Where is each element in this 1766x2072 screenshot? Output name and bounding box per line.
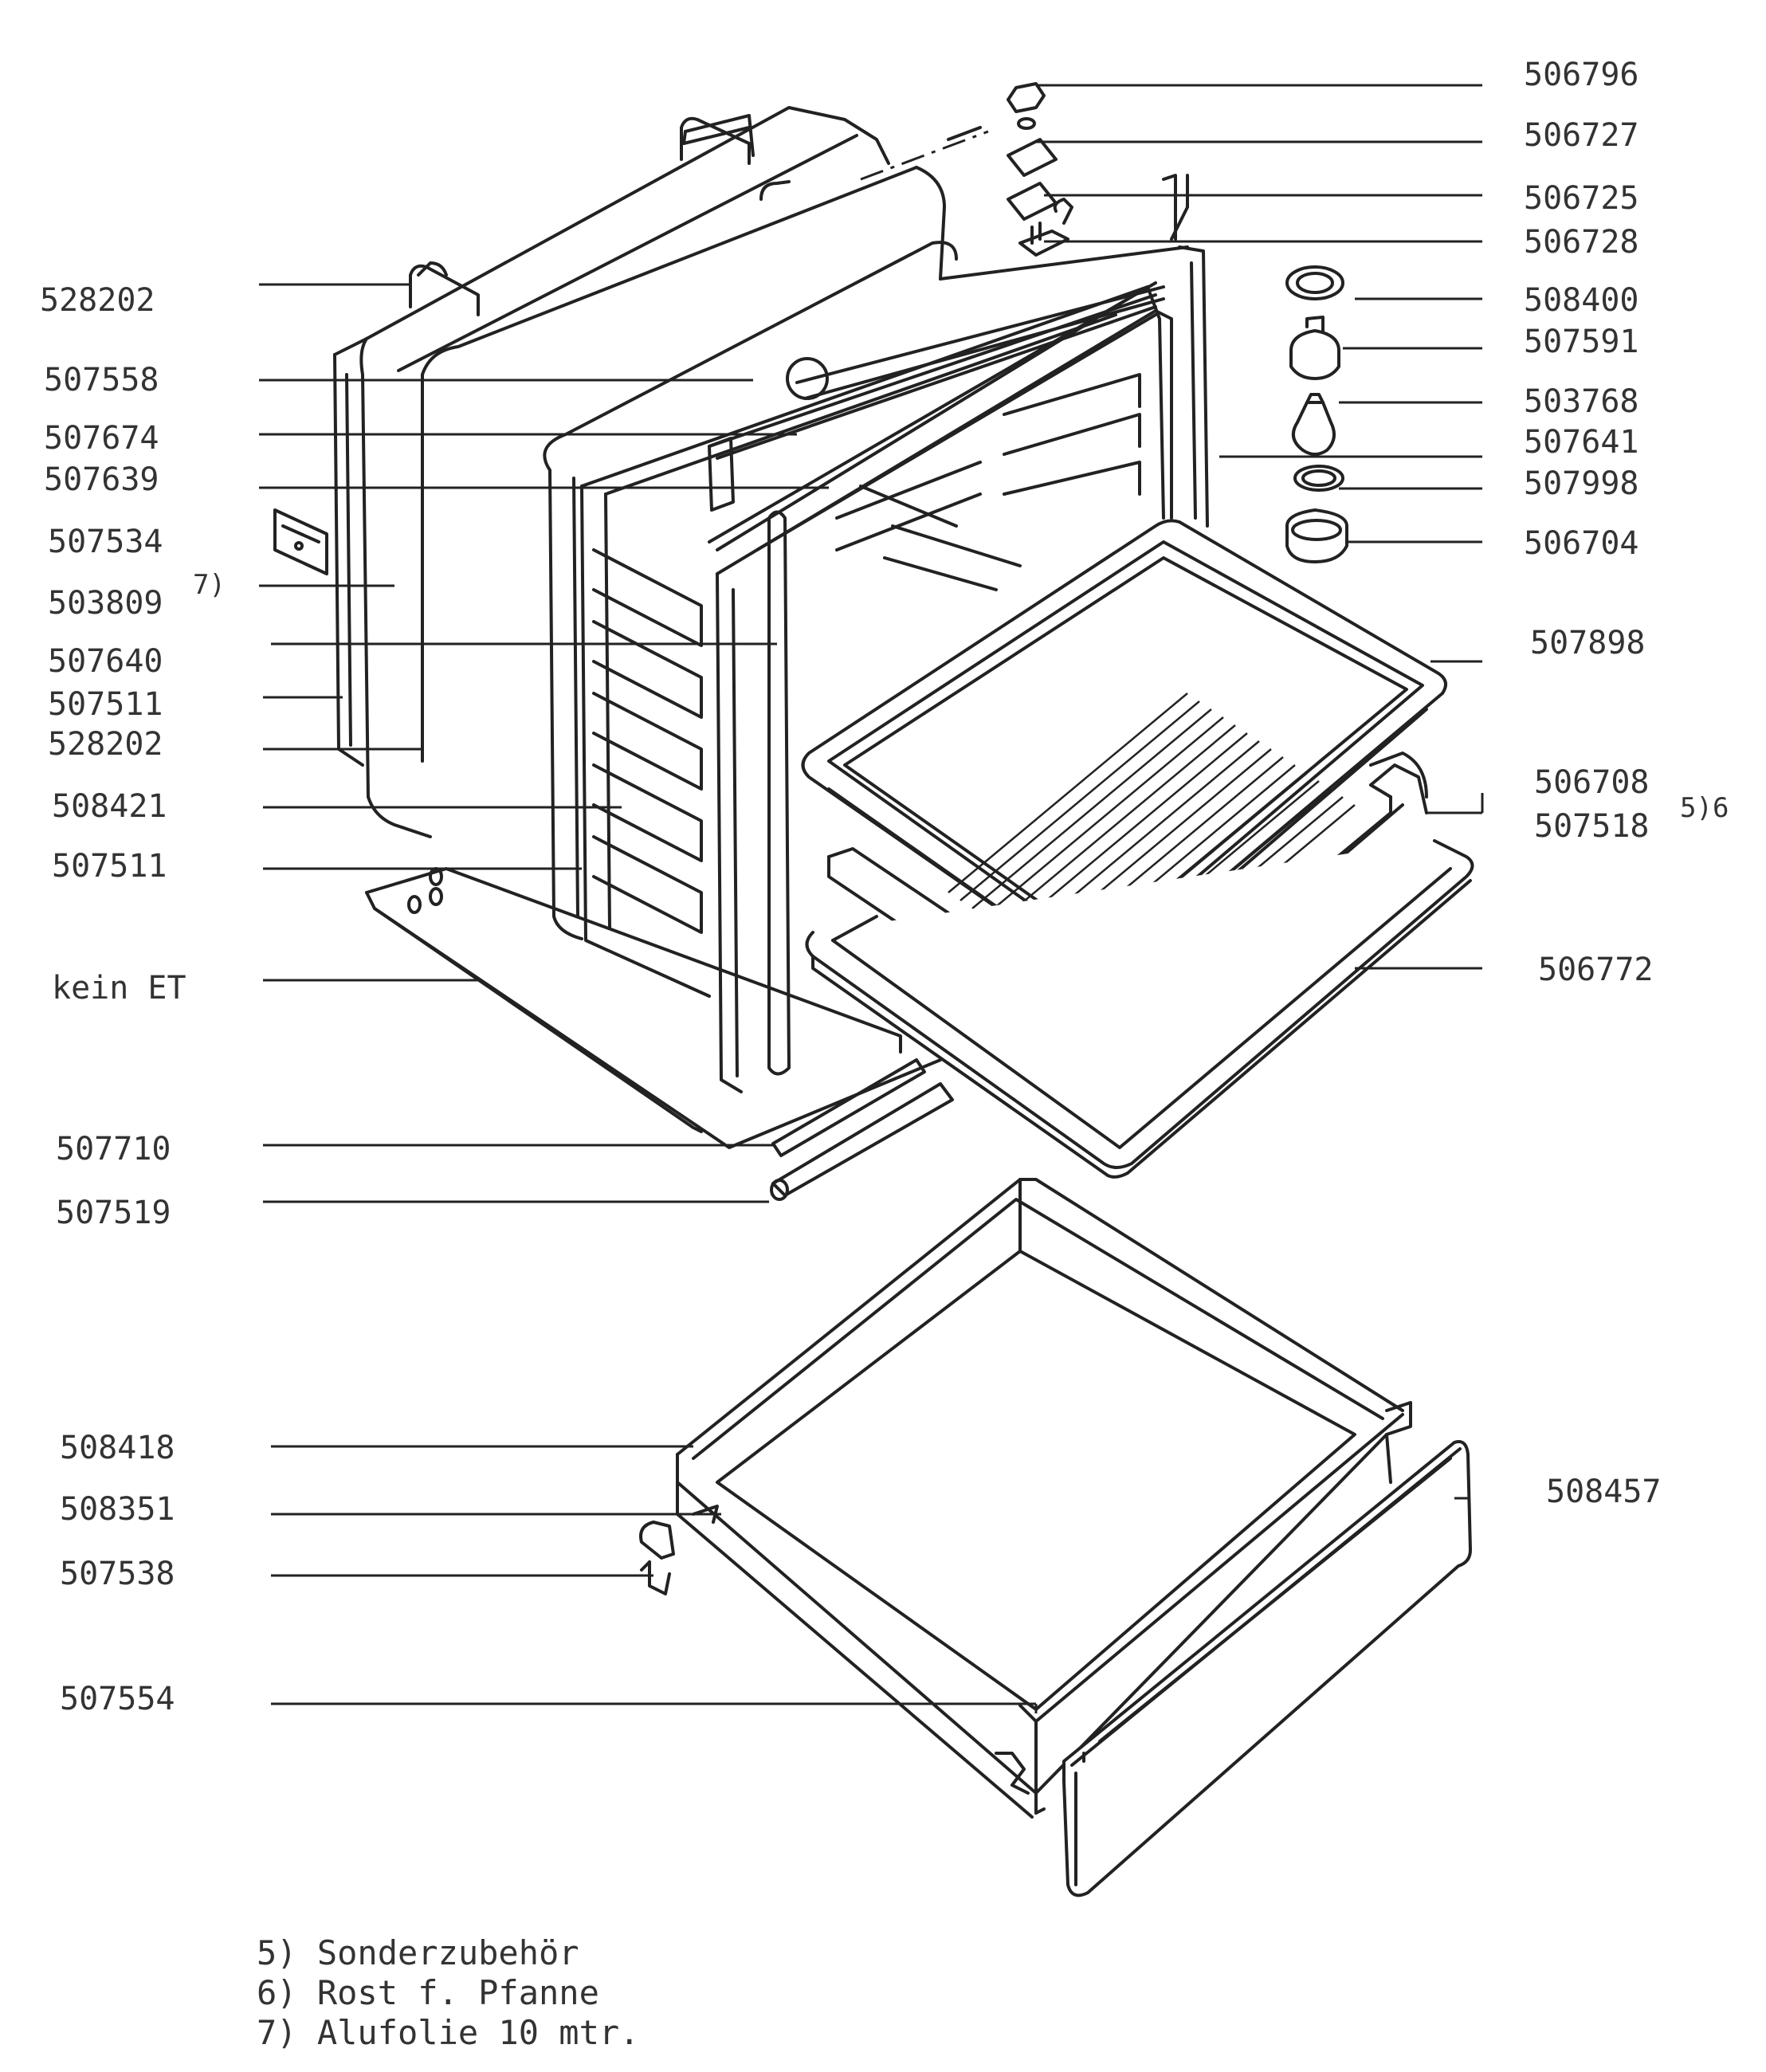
footnote-ref-7: 7) — [193, 569, 226, 601]
dashdot-leader — [860, 130, 989, 181]
oven-light-parts — [1285, 265, 1348, 563]
drawer-front-508457 — [1062, 1440, 1472, 1897]
label-503768: 503768 — [1524, 383, 1639, 420]
label-507898: 507898 — [1530, 625, 1646, 661]
label-507641: 507641 — [1524, 424, 1639, 461]
label-506725: 506725 — [1524, 180, 1639, 217]
label-507534: 507534 — [48, 524, 163, 560]
label-506772: 506772 — [1538, 952, 1654, 988]
lower-rods — [770, 1058, 954, 1201]
footnote-ref-5-6: 5)6 — [1680, 792, 1729, 824]
label-506796: 506796 — [1524, 57, 1639, 93]
drawer-notch-508351 — [692, 1505, 719, 1524]
label-507519: 507519 — [56, 1195, 171, 1231]
label-508457: 508457 — [1546, 1474, 1662, 1510]
label-507639: 507639 — [44, 461, 159, 498]
drawer-clip-507538 — [639, 1521, 675, 1595]
label-507710: 507710 — [56, 1131, 171, 1167]
label-528202-top: 528202 — [40, 282, 155, 319]
oven-muffle — [580, 285, 1165, 998]
label-506728: 506728 — [1524, 224, 1639, 261]
oven-drawing — [273, 82, 1474, 1897]
label-508418: 508418 — [60, 1430, 175, 1466]
label-508400: 508400 — [1524, 282, 1639, 319]
bracket-507534 — [273, 508, 328, 575]
label-506727: 506727 — [1524, 117, 1639, 154]
part-number-labels: 506796 506727 506725 506728 528202 50840… — [40, 57, 1729, 1717]
label-507998: 507998 — [1524, 465, 1639, 502]
label-507558: 507558 — [44, 362, 159, 398]
oven-housing — [333, 106, 1189, 940]
label-507674: 507674 — [44, 420, 159, 457]
heater-bars — [708, 285, 1165, 1076]
label-506704: 506704 — [1524, 525, 1639, 562]
label-507640: 507640 — [48, 643, 163, 680]
label-507554: 507554 — [60, 1681, 175, 1717]
footnote-5: 5) Sonderzubehör — [257, 1933, 579, 1972]
label-503809: 503809 — [48, 585, 163, 622]
leader-lines — [259, 84, 1484, 1713]
label-507538: 507538 — [60, 1556, 175, 1592]
drawer-508418 — [676, 1178, 1412, 1819]
label-528202-lower: 528202 — [48, 726, 163, 763]
label-508351: 508351 — [60, 1491, 175, 1528]
label-kein-et: kein ET — [52, 970, 186, 1007]
roasting-pan-506772 — [805, 839, 1474, 1179]
label-506708: 506708 — [1534, 764, 1650, 801]
handle-528202 — [409, 116, 751, 316]
label-507511-upper: 507511 — [48, 686, 163, 723]
footnote-6: 6) Rost f. Pfanne — [257, 1973, 599, 2012]
bottom-plate — [365, 867, 942, 1149]
label-507591: 507591 — [1524, 324, 1639, 360]
top-hardware — [947, 82, 1073, 257]
label-507511-lower: 507511 — [52, 848, 167, 885]
label-508421: 508421 — [52, 788, 167, 825]
footnotes: 5) Sonderzubehör 6) Rost f. Pfanne 7) Al… — [257, 1933, 639, 2052]
footnote-7: 7) Alufolie 10 mtr. — [257, 2013, 639, 2052]
label-507518: 507518 — [1534, 808, 1650, 845]
front-frame — [708, 174, 1209, 1093]
